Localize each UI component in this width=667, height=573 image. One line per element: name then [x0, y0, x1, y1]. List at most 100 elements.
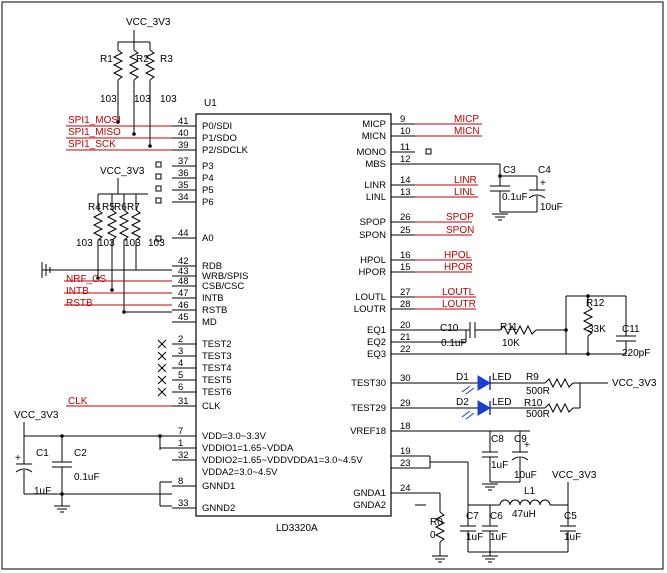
- pin-name: VDD=3.0~3.3V: [202, 431, 267, 442]
- pin-name: TEST30: [351, 378, 386, 389]
- r2-ref: R2: [136, 54, 149, 65]
- r9-ref: R9: [526, 372, 539, 383]
- pin-number: 2: [178, 334, 183, 345]
- vcc-label-top: VCC_3V3: [126, 17, 171, 28]
- pin-name: GNND1: [202, 481, 235, 492]
- net-label-spi1-mosi: SPI1_MOSI: [68, 115, 121, 126]
- nc-box-p3: [155, 161, 162, 168]
- pin-number: 47: [178, 288, 189, 299]
- pin-number: 36: [178, 168, 189, 179]
- c10-value: 0.1uF: [441, 338, 467, 349]
- r9-value: 500R: [526, 386, 550, 397]
- pin-name: WRB/SPIS: [202, 271, 248, 282]
- pin-number: 12: [400, 154, 411, 165]
- pin-number: 3: [178, 346, 183, 357]
- chip-body: [195, 113, 392, 517]
- nc-cross-test4: [157, 363, 167, 373]
- ground-symbol-bottom: [482, 555, 498, 563]
- net-label-loutr: LOUTR: [442, 299, 476, 310]
- net-label-spop: SPOP: [446, 212, 474, 223]
- net-label-clk: CLK: [68, 396, 88, 407]
- pin-name: EQ1: [367, 325, 386, 336]
- r12-ref: R12: [586, 298, 605, 309]
- c4-ref: C4: [538, 165, 551, 176]
- d2-type: LED: [492, 397, 511, 408]
- r10-value: 500R: [526, 409, 550, 420]
- pin-number: 18: [400, 421, 411, 432]
- pin-name: EQ2: [367, 337, 386, 348]
- pin-number: 32: [178, 450, 189, 461]
- pin-name: LINR: [364, 180, 386, 191]
- chip-pin-left: 3 TEST3: [172, 346, 232, 362]
- r5-ref: R5: [102, 202, 115, 213]
- r4-value: 103: [76, 238, 93, 249]
- pin-name: VDDA2=3.0~4.5V: [202, 467, 278, 478]
- ground-symbol-r0: [432, 555, 448, 563]
- resistor-r6: [118, 209, 130, 241]
- pin-number: 42: [178, 256, 189, 267]
- chip-pin-left: 32 VDDIO2=1.65~VDDVDDA1=3.0~4.5V: [172, 450, 363, 466]
- led-d1: [477, 375, 491, 391]
- c11-value: 220pF: [622, 348, 650, 359]
- c3-ref: C3: [503, 165, 516, 176]
- pin-number: 26: [400, 212, 411, 223]
- pin-name: VDDIO2=1.65~VDDVDDA1=3.0~4.5V: [202, 455, 363, 466]
- pin-number: 15: [400, 262, 411, 273]
- pin-number: 14: [400, 175, 411, 186]
- net-label-spi1-sck: SPI1_SCK: [68, 139, 116, 150]
- c9-value: 10uF: [514, 470, 537, 481]
- resistor-r5: [106, 209, 118, 241]
- chip-ref: U1: [204, 98, 217, 109]
- r0-value: 0: [430, 530, 436, 541]
- r7-value: 103: [148, 238, 165, 249]
- net-label-linr: LINR: [454, 175, 477, 186]
- net-label-rstb: RSTB: [66, 298, 93, 309]
- pin-number: 40: [178, 128, 189, 139]
- pin-name: A0: [202, 233, 214, 244]
- r11-ref: R11: [500, 322, 518, 333]
- inductor-l1: [499, 499, 551, 506]
- pin-number: 7: [178, 426, 183, 437]
- pin-number: 39: [178, 140, 189, 151]
- pin-name: MICP: [362, 119, 386, 130]
- resistor-r11: [499, 324, 537, 336]
- net-label-spi1-miso: SPI1_MISO: [68, 127, 121, 138]
- resistor-r4: [92, 209, 104, 241]
- pin-name: TEST3: [202, 351, 232, 362]
- c7-ref: C7: [466, 511, 479, 522]
- nc-box-mono: [425, 148, 432, 155]
- pin-name: RDB: [202, 261, 222, 272]
- pin-number: 11: [400, 142, 410, 153]
- resistor-r12: [582, 305, 594, 337]
- pin-name: TEST5: [202, 375, 232, 386]
- r5-value: 103: [98, 238, 115, 249]
- pin-number: 46: [178, 300, 189, 311]
- c6-value: 1uF: [490, 532, 507, 543]
- nc-cross-test2: [157, 339, 167, 349]
- pin-number: 41: [178, 116, 189, 127]
- c1-value: 1uF: [34, 486, 51, 497]
- pin-name: RSTB: [202, 305, 227, 316]
- pin-name: GNDA1: [353, 488, 386, 499]
- resistor-r0: [434, 511, 446, 543]
